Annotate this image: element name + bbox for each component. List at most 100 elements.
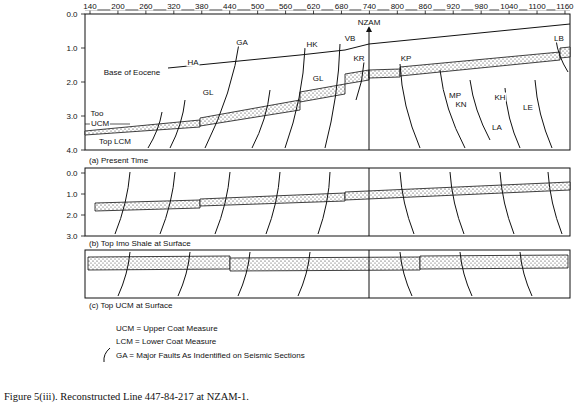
fault-line bbox=[500, 172, 514, 234]
axis-tick bbox=[145, 10, 146, 14]
axis-value: 2.0 bbox=[65, 211, 78, 220]
panel-frame bbox=[85, 168, 570, 236]
fault-line bbox=[325, 44, 340, 148]
fault-line bbox=[148, 112, 162, 148]
section-label: LE bbox=[522, 103, 534, 112]
axis-value: 320 bbox=[166, 2, 181, 11]
section-label: Top LCM bbox=[98, 137, 132, 146]
axis-tick bbox=[81, 150, 85, 151]
axis-value: 680 bbox=[334, 2, 349, 11]
axis-tick bbox=[117, 10, 118, 14]
fault-line bbox=[160, 172, 175, 234]
axis-value: 500 bbox=[250, 2, 265, 11]
well-line bbox=[369, 250, 370, 298]
section-label: LA bbox=[491, 123, 503, 132]
axis-value: 620 bbox=[306, 2, 321, 11]
coal-measure-band bbox=[200, 100, 300, 126]
axis-value: 2.0 bbox=[65, 78, 78, 87]
axis-value: 560 bbox=[278, 2, 293, 11]
axis-tick bbox=[81, 116, 85, 117]
coal-measure-band bbox=[230, 257, 420, 271]
axis-tick bbox=[81, 215, 85, 216]
fault-line bbox=[520, 252, 532, 296]
section-label: NZAM bbox=[357, 18, 382, 27]
axis-tick bbox=[509, 10, 510, 14]
axis-tick bbox=[369, 10, 370, 14]
coal-measure-band bbox=[300, 84, 345, 102]
axis-tick bbox=[537, 10, 538, 14]
section-label: KR bbox=[352, 54, 365, 63]
well-arrow bbox=[369, 29, 370, 150]
axis-tick bbox=[81, 14, 85, 15]
axis-tick bbox=[81, 173, 85, 174]
section-label: VB bbox=[344, 34, 357, 43]
section-label: (a) Present Time bbox=[88, 156, 149, 165]
section-label: GA bbox=[235, 38, 249, 47]
panel-frame bbox=[85, 250, 570, 298]
axis-tick bbox=[425, 10, 426, 14]
axis-tick bbox=[173, 10, 174, 14]
axis-tick bbox=[313, 10, 314, 14]
fault-line bbox=[115, 172, 130, 234]
axis-tick bbox=[341, 10, 342, 14]
section-label: (b) Top Imo Shale at Surface bbox=[88, 239, 192, 248]
axis-tick bbox=[285, 10, 286, 14]
axis-value: 860 bbox=[418, 2, 433, 11]
section-label: KN bbox=[454, 100, 467, 109]
fault-line bbox=[356, 62, 364, 100]
axis-value: 920 bbox=[446, 2, 461, 11]
axis-tick bbox=[81, 194, 85, 195]
axis-value: 1040 bbox=[499, 2, 519, 11]
coal-measure-band bbox=[95, 200, 200, 211]
fault-line bbox=[470, 80, 490, 140]
fault-line bbox=[118, 252, 130, 296]
axis-tick bbox=[397, 10, 398, 14]
fault-line bbox=[460, 252, 472, 296]
axis-tick bbox=[453, 10, 454, 14]
legend-text: GA = Major Faults As Indentified on Seis… bbox=[115, 351, 306, 360]
fault-line bbox=[450, 172, 464, 234]
fault-line bbox=[400, 172, 414, 234]
fault-line bbox=[178, 252, 190, 296]
axis-tick bbox=[201, 10, 202, 14]
panel-frame bbox=[85, 14, 570, 150]
section-label: GL bbox=[312, 74, 325, 83]
fault-line bbox=[505, 88, 520, 148]
coal-measure-band bbox=[200, 193, 345, 206]
axis-value: 740 bbox=[362, 2, 377, 11]
section-label: HA bbox=[186, 58, 199, 67]
fault-line bbox=[318, 172, 330, 234]
coal-measure-band bbox=[88, 256, 230, 270]
coal-measure-band bbox=[369, 69, 400, 78]
coal-measure-band bbox=[400, 52, 560, 76]
axis-tick bbox=[90, 10, 91, 14]
legend-text: UCM = Upper Coat Measure bbox=[115, 324, 219, 333]
coal-measure-band bbox=[560, 47, 570, 58]
section-label: UCM bbox=[90, 119, 110, 128]
axis-tick bbox=[229, 10, 230, 14]
axis-value: 200 bbox=[110, 2, 125, 11]
axis-line bbox=[85, 10, 570, 11]
fault-line bbox=[238, 252, 250, 296]
coal-measure-band bbox=[420, 255, 568, 269]
axis-value: 440 bbox=[222, 2, 237, 11]
section-label: HK bbox=[305, 40, 318, 49]
axis-value: 0.0 bbox=[65, 169, 78, 178]
fault-line bbox=[215, 172, 230, 234]
fault-line bbox=[266, 172, 280, 234]
fault-line bbox=[285, 48, 305, 148]
axis-tick bbox=[564, 10, 565, 14]
section-label: GL bbox=[202, 88, 215, 97]
axis-value: 380 bbox=[194, 2, 209, 11]
axis-value: 1100 bbox=[527, 2, 546, 11]
axis-value: 1.0 bbox=[65, 190, 78, 199]
axis-value: 0.0 bbox=[65, 10, 78, 19]
section-label: KP bbox=[400, 54, 413, 63]
axis-value: 260 bbox=[138, 2, 153, 11]
axis-value: 1160 bbox=[555, 2, 574, 11]
fault-line bbox=[400, 64, 420, 148]
axis-value: 140 bbox=[82, 2, 97, 11]
axis-tick bbox=[481, 10, 482, 14]
section-label: LB bbox=[553, 34, 565, 43]
section-label: MP bbox=[448, 91, 462, 100]
